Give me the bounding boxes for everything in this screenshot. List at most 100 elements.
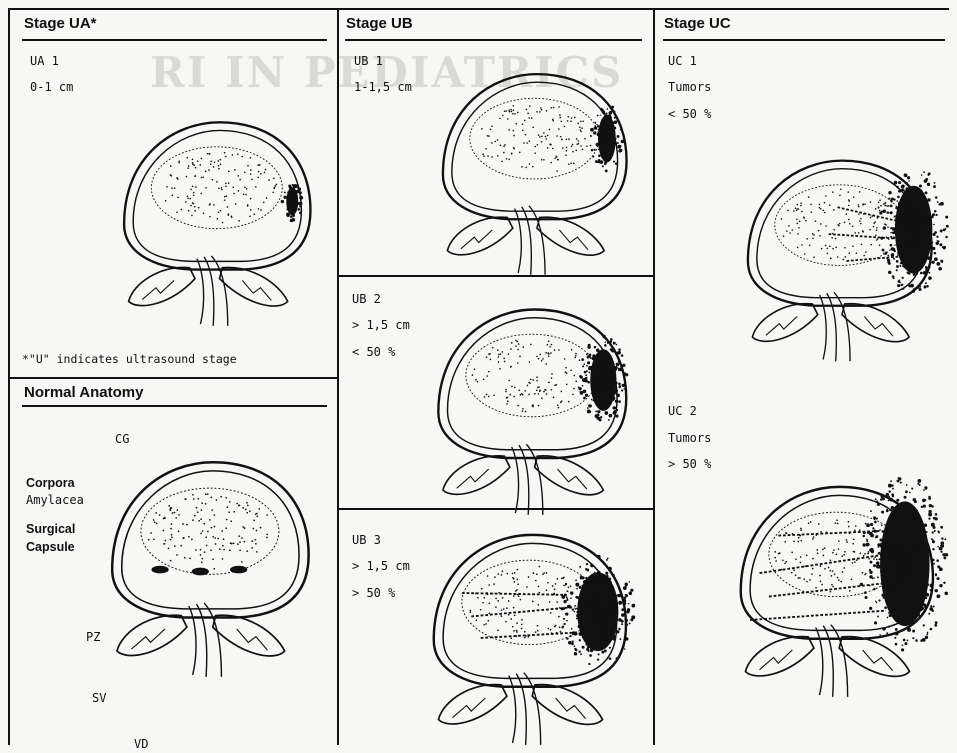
stipple-dot (225, 156, 227, 158)
tumor-speck (589, 354, 592, 357)
stipple-dot (218, 211, 220, 213)
tumor-speck (614, 117, 616, 119)
tumor-speck (602, 144, 604, 146)
tumor-speck (607, 342, 609, 344)
tumor-speck (612, 574, 615, 577)
tumor-speck (608, 372, 611, 375)
tumor-speck (906, 597, 909, 600)
tumor-speck (611, 106, 614, 109)
tumor-speck (297, 202, 300, 205)
stipple-dot (239, 550, 241, 552)
tumor-speck (611, 628, 613, 630)
tumor-speck (869, 571, 872, 574)
stipple-dot (186, 524, 188, 526)
stipple-dot (497, 349, 499, 351)
stipple-dot (508, 353, 510, 355)
tumor-speck (931, 242, 933, 244)
tumor-speck (607, 127, 611, 131)
tumor-speck (290, 201, 292, 203)
tumor-speck (936, 262, 940, 266)
stipple-dot (855, 232, 857, 234)
stipple-dot (190, 189, 192, 191)
stipple-dot (532, 601, 534, 603)
stipple-dot (800, 528, 802, 530)
tumor-speck (581, 617, 585, 621)
tumor-speck (920, 522, 922, 524)
tumor-speck (908, 285, 911, 288)
stipple-dot (171, 536, 173, 538)
stipple-dot (232, 187, 234, 189)
stipple-dot (213, 166, 215, 168)
tumor-speck (899, 605, 902, 608)
stipple-dot (192, 164, 194, 166)
stipple-dot (878, 201, 880, 203)
tumor-speck (608, 607, 612, 611)
tumor-speck (896, 238, 900, 242)
stipple-dot (878, 206, 880, 208)
tumor-speck (572, 640, 574, 642)
stipple-dot (170, 165, 172, 167)
stipple-dot (503, 146, 505, 148)
tumor-speck (592, 357, 596, 361)
tumor-speck (915, 639, 918, 642)
tumor-speck (882, 627, 885, 630)
stipple-dot (193, 165, 195, 167)
tumor-speck (893, 543, 895, 545)
tumor-speck (932, 261, 935, 264)
stipple-dot (501, 609, 503, 611)
tumor-speck (885, 205, 887, 207)
stipple-dot (201, 562, 203, 564)
stipple-dot (255, 186, 257, 188)
tumor-speck (603, 350, 606, 353)
stipple-dot (195, 175, 197, 177)
tumor-speck (925, 269, 928, 272)
stipple-dot (166, 186, 168, 188)
stipple-dot (806, 581, 808, 583)
tumor-speck (623, 586, 627, 590)
tumor-speck (610, 369, 613, 372)
stipple-dot (852, 225, 854, 227)
stipple-dot (574, 611, 576, 613)
tumor-speck (574, 648, 576, 650)
tumor-speck (609, 657, 612, 660)
tumor-speck (607, 582, 610, 585)
stipple-dot (575, 355, 577, 357)
tumor-speck (608, 624, 612, 628)
duct-center (516, 674, 526, 745)
stipple-dot (543, 391, 545, 393)
stipple-dot (551, 377, 553, 379)
tumor-speck (592, 156, 594, 158)
stipple-dot (177, 178, 179, 180)
tumor-speck (615, 381, 618, 384)
tumor-speck (603, 586, 605, 588)
stipple-dot (856, 559, 858, 561)
tumor-speck (891, 200, 893, 202)
tumor-speck (610, 111, 612, 113)
tumor-speck (594, 586, 596, 588)
tumor-speck (918, 563, 921, 566)
stipple-dot (182, 537, 184, 539)
stipple-dot (212, 536, 214, 538)
stipple-dot (548, 340, 550, 342)
stipple-dot (250, 169, 252, 171)
tumor-speck (924, 235, 927, 238)
stipple-dot (817, 552, 819, 554)
tumor-speck (917, 242, 919, 244)
stipple-dot (556, 135, 558, 137)
stipple-dot (837, 523, 839, 525)
stipple-dot (275, 185, 277, 187)
stipple-dot (848, 526, 850, 528)
tumor-speck (606, 367, 609, 370)
stipple-dot (550, 107, 552, 109)
stipple-dot (250, 173, 252, 175)
tumor-speck (909, 186, 911, 188)
tumor-speck (869, 533, 872, 536)
stipple-dot (185, 201, 187, 203)
title-stage-uc: Stage UC (664, 15, 731, 32)
tumor-speck (905, 187, 908, 190)
tumor-speck (591, 606, 593, 608)
stipple-dot (864, 203, 866, 205)
stipple-dot (237, 543, 239, 545)
stipple-dot (222, 558, 224, 560)
stipple-dot (554, 589, 556, 591)
